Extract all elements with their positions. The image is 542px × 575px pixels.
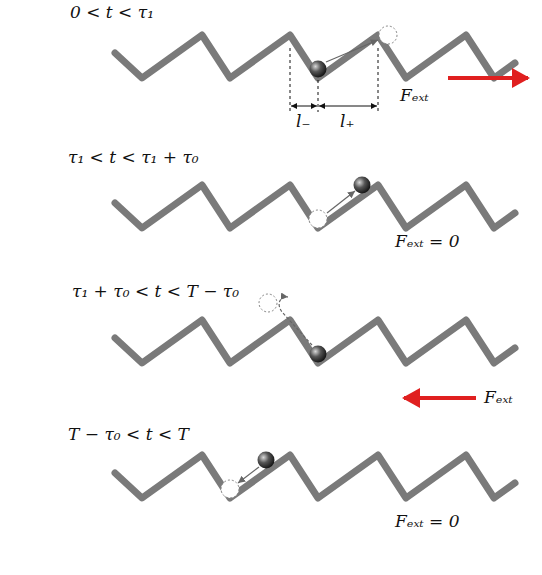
force-label: Fₑₓₜ = 0 [395,232,459,251]
time-interval: T − τ₀ < t < T [68,425,189,444]
length-label: l₋ [296,112,310,131]
length-label: l₊ [340,112,354,131]
potential-curve [115,185,515,228]
panel-4 [221,452,275,499]
time-interval: 0 < t < τ₁ [70,3,154,22]
potential-curve [115,455,515,498]
panel-3 [259,294,476,398]
force-label: Fₑₓₜ = 0 [395,512,459,531]
time-interval: τ₁ + τ₀ < t < T − τ₀ [72,282,239,301]
potential-curve [115,35,515,78]
time-interval: τ₁ < t < τ₁ + τ₀ [68,148,199,167]
force-label: Fₑₓₜ [400,86,429,105]
panel-2 [309,177,371,229]
panel-1 [290,26,528,112]
potential-curve [115,320,515,363]
force-label: Fₑₓₜ [484,388,513,407]
